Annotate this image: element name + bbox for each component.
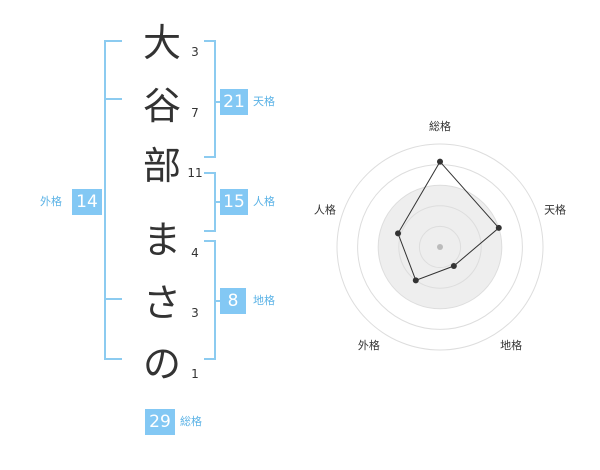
stroke-count-6: 1 — [191, 367, 199, 381]
stroke-count-4: 4 — [191, 246, 199, 260]
tenkaku-value: 21 — [220, 89, 248, 115]
radar-ring — [336, 143, 544, 351]
chikaku-label: 地格 — [253, 294, 275, 307]
radar-point-3 — [450, 263, 457, 270]
soukaku-label: 総格 — [180, 415, 202, 428]
soukaku-value: 29 — [145, 409, 175, 435]
name-char-1: 大 — [142, 21, 181, 65]
name-char-5: さ — [142, 281, 181, 325]
jinkaku-label: 人格 — [253, 195, 275, 208]
tenkaku-label: 天格 — [253, 95, 275, 108]
radar-axis-label-5: 人格 — [314, 203, 336, 217]
gaikaku-value: 14 — [72, 189, 102, 215]
stroke-count-1: 3 — [191, 45, 199, 59]
radar-axis-label-4: 外格 — [358, 338, 380, 352]
stroke-count-5: 3 — [191, 306, 199, 320]
radar-point-2 — [495, 224, 502, 231]
radar-points — [395, 158, 502, 284]
stroke-count-3: 11 — [187, 166, 203, 180]
radar-point-1 — [437, 158, 443, 165]
name-char-3: 部 — [142, 144, 181, 188]
jinkaku-value: 15 — [220, 189, 248, 215]
radar-point-5 — [395, 230, 402, 237]
gaikaku-label: 外格 — [40, 195, 62, 208]
name-char-6: の — [142, 342, 181, 386]
radar-center-dot — [437, 244, 443, 250]
radar-axis-label-2: 天格 — [544, 203, 566, 217]
name-char-2: 谷 — [142, 84, 181, 128]
radar-point-4 — [412, 277, 419, 284]
radar-axis-label-3: 地格 — [500, 338, 522, 352]
name-char-4: ま — [142, 218, 181, 262]
radar-axis-label-1: 総格 — [429, 119, 451, 133]
radar-ring — [398, 205, 482, 289]
chikaku-value: 8 — [220, 288, 246, 314]
radar-shape — [397, 160, 500, 281]
stroke-count-2: 7 — [191, 106, 199, 120]
radar-ring — [418, 225, 462, 269]
radar-rings — [336, 143, 544, 351]
